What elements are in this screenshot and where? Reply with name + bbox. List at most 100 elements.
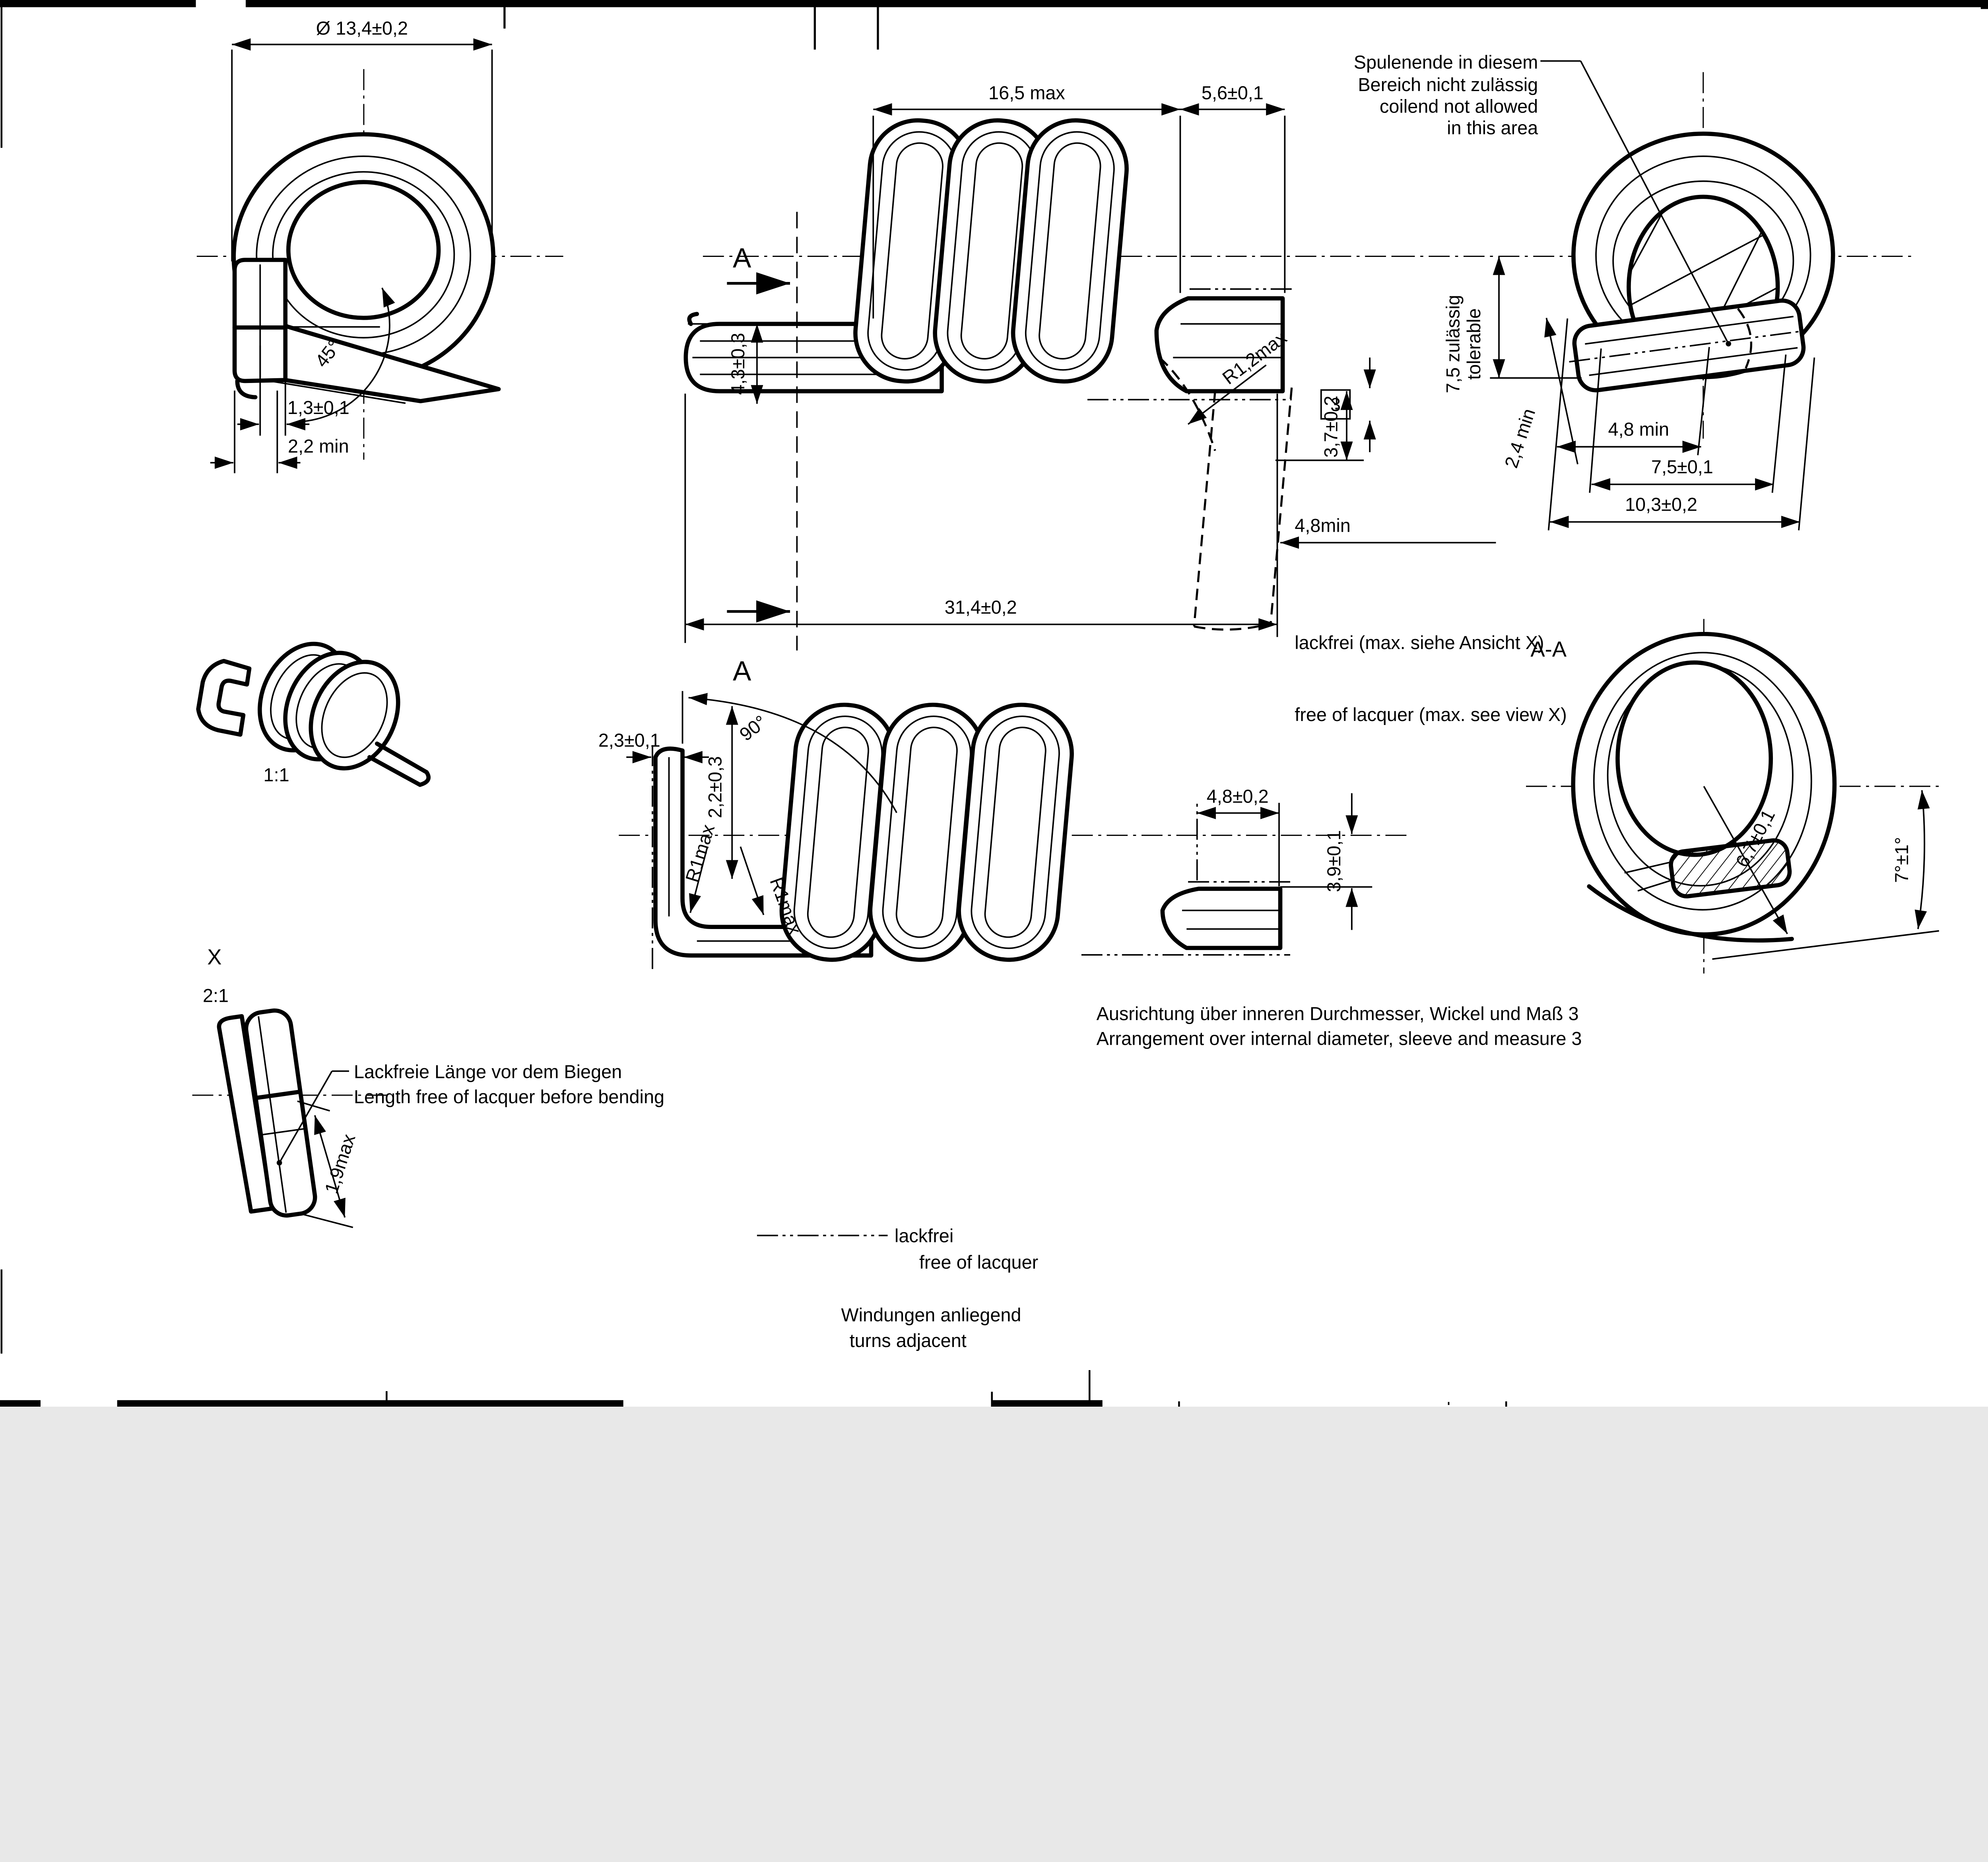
- tick: [1448, 1402, 1450, 1405]
- tangent-line: [1712, 930, 1939, 960]
- dim-end-length: 4,8±0,2: [1207, 786, 1269, 807]
- sleeve-line: [1585, 316, 1794, 345]
- legend-lacquer-de: lackfrei: [895, 1225, 953, 1246]
- dim-end-min: 4,8 min: [1608, 419, 1670, 439]
- dim-line: [1703, 786, 1788, 935]
- ext-line: [1771, 354, 1787, 493]
- lacquer-cut-line: [253, 1089, 303, 1100]
- loop-inner: [1025, 131, 1115, 371]
- loop-inner: [807, 727, 869, 938]
- leg-boundary: [1587, 884, 1794, 943]
- ext-line: [1589, 348, 1602, 493]
- note-lacquer-en: free of lacquer (max. see view X): [1295, 704, 1567, 725]
- side-view-2: 2,3±0,1 90° 2,2±0,3 R1max R1max 4,8±0,2 …: [598, 691, 1412, 974]
- leader-dot: [1726, 341, 1732, 347]
- loop-1: [779, 702, 897, 962]
- leader-line: [1580, 60, 1729, 344]
- dim-leg-height: 3,9±0,1: [1324, 830, 1344, 892]
- iso-view: 1:1: [196, 641, 431, 787]
- border-top-right: [246, 0, 1988, 8]
- angle-arc: [298, 288, 395, 423]
- legend-turns-en: turns adjacent: [850, 1330, 967, 1351]
- dim-wire-width: 1,3±0,1: [287, 397, 349, 418]
- tick: [1088, 1370, 1091, 1407]
- dim-diameter: Ø 13,4±0,2: [316, 18, 408, 39]
- note-alignment-de: Ausrichtung über inneren Durchmesser, Wi…: [1097, 1003, 1579, 1024]
- dim-angle: 7°±1°: [1891, 837, 1912, 883]
- section-title: A-A: [1530, 637, 1567, 661]
- front-view: 45° Ø 13,4±0,2 1,3±0,1 2,2 min: [196, 18, 563, 473]
- legend-turns-de: Windungen anliegend: [841, 1305, 1021, 1326]
- hidden-end-arc: [1159, 357, 1216, 451]
- ext-line: [303, 1213, 353, 1228]
- coil-inner-hole: [286, 180, 441, 320]
- tick: [877, 0, 879, 50]
- loop-3: [1011, 118, 1129, 384]
- detail-note-en: Length free of lacquer before bending: [354, 1086, 664, 1107]
- detail-note-de: Lackfreie Länge vor dem Biegen: [354, 1061, 622, 1082]
- legend-lacquer-en: free of lacquer: [919, 1252, 1038, 1273]
- coil-ring-line: [1593, 652, 1812, 911]
- note-line-1: Spulenende in diesem: [1354, 52, 1538, 72]
- ext-line: [1798, 357, 1815, 531]
- iso-hook: [196, 659, 252, 737]
- leg-line: [1624, 861, 1673, 874]
- wire-section: [1669, 838, 1792, 899]
- loop-inner: [960, 142, 1023, 360]
- edge-left-bottom: [0, 1269, 3, 1354]
- dim-coil-length: 16,5 max: [988, 82, 1065, 103]
- loop-inner: [881, 142, 944, 360]
- note-lacquer-de: lackfrei (max. siehe Ansicht X): [1295, 632, 1544, 653]
- dim-measure-box: 3: [1330, 395, 1341, 415]
- section-label-bottom: A: [733, 655, 751, 686]
- loop-inner: [895, 727, 958, 938]
- tick: [991, 1392, 993, 1407]
- dim-tolerable-de: 7,5 zulässig: [1442, 295, 1463, 393]
- coil-inner-hole: [1615, 660, 1773, 857]
- side-view: 16,5 max 5,6±0,1 A A 4,3±0,3 R1,2max 3 3…: [683, 82, 1567, 725]
- dim-line: [314, 1115, 346, 1218]
- note-line-4: in this area: [1447, 118, 1538, 138]
- right-leg: [1154, 296, 1285, 393]
- iso-tail-edge: [367, 755, 422, 787]
- note-line-3: coilend not allowed: [1380, 96, 1538, 117]
- angle-dim-line: [1914, 790, 1930, 929]
- ext-line: [1697, 347, 1710, 455]
- tick: [386, 1391, 388, 1407]
- note-alignment-en: Arrangement over internal diameter, slee…: [1097, 1028, 1582, 1049]
- iso-tail-end: [417, 770, 431, 787]
- dim-leg-height: 3,7±0,2: [1321, 396, 1342, 458]
- loop-2: [868, 702, 986, 962]
- iso-scale-label: 1:1: [264, 764, 289, 785]
- tick: [1980, 0, 1988, 9]
- note-line-2: Bereich nicht zulässig: [1358, 74, 1538, 95]
- wire-strip-front: [244, 1008, 317, 1218]
- right-leg: [1160, 886, 1283, 950]
- ext-line: [1547, 318, 1569, 531]
- sleeve: [1569, 298, 1808, 393]
- dim-leg-offset: 4,3±0,3: [728, 333, 748, 395]
- left-leg-tip: [687, 312, 699, 326]
- dim-tip-width: 2,3±0,1: [598, 730, 660, 750]
- leg-tail-arc: [235, 379, 258, 400]
- leg-line: [1637, 879, 1673, 892]
- edge-left-top: [0, 6, 3, 148]
- loop-inner: [984, 727, 1046, 938]
- hidden-end-line: [1270, 387, 1293, 624]
- technical-drawing-canvas: 45° Ø 13,4±0,2 1,3±0,1 2,2 min: [0, 0, 1988, 1407]
- legend: lackfrei free of lacquer Windungen anlie…: [757, 1225, 1038, 1351]
- dim-line: [1544, 317, 1578, 465]
- dim-tolerable-en: tolerable: [1464, 308, 1484, 380]
- angle-arc: [688, 693, 897, 813]
- border-bottom-3: [991, 1400, 1103, 1407]
- iso-tail-edge: [375, 741, 429, 774]
- dim-sleeve-len: 7,5±0,1: [1651, 457, 1713, 477]
- radius-leader: [689, 846, 709, 913]
- radius-leader: [740, 846, 765, 915]
- tick: [1178, 1401, 1180, 1407]
- detail-wire: [217, 1008, 317, 1218]
- loop-inner: [1039, 142, 1101, 360]
- border-bottom-2: [117, 1400, 623, 1407]
- tick: [503, 0, 506, 29]
- sleeve-line: [1589, 347, 1798, 376]
